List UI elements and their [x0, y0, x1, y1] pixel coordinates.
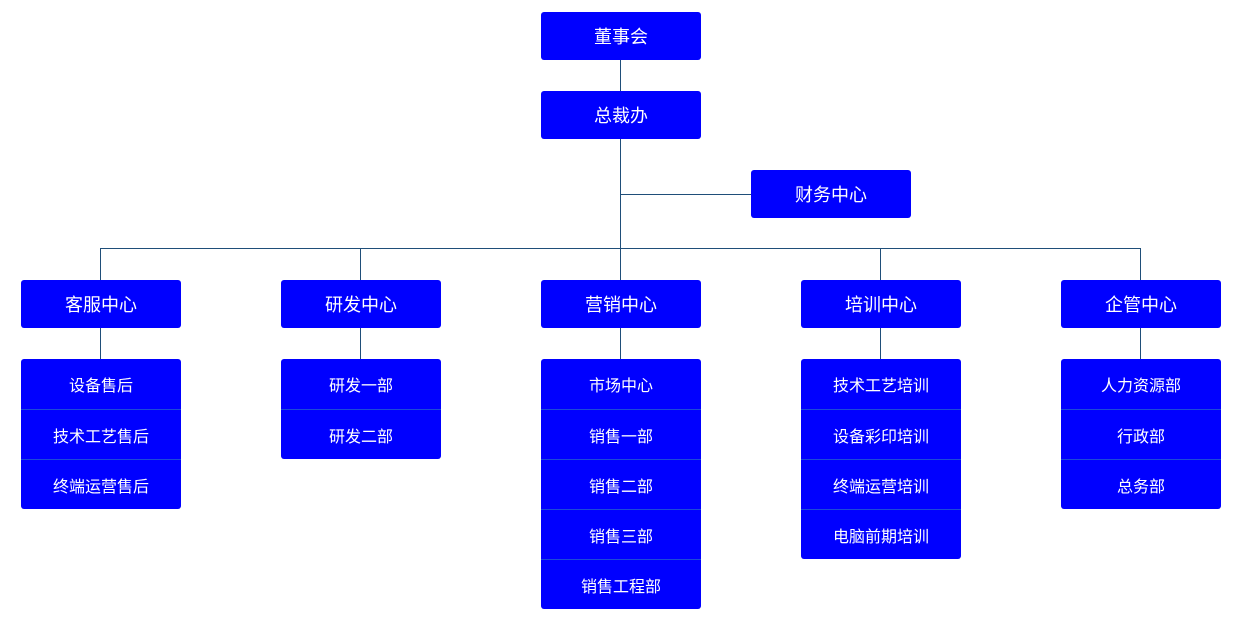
- connector-center-2: [360, 248, 361, 280]
- center-node-rnd: 研发中心: [281, 280, 441, 328]
- finance-center-node: 财务中心: [751, 170, 911, 218]
- unit-item: 销售一部: [541, 409, 701, 459]
- connector-center-1: [100, 248, 101, 280]
- board-node: 董事会: [541, 12, 701, 60]
- unit-item: 电脑前期培训: [801, 509, 961, 559]
- connector-units-2: [360, 328, 361, 359]
- connector-office-trunk: [620, 139, 621, 280]
- unit-item: 技术工艺培训: [832, 376, 929, 395]
- president-office-node: 总裁办: [541, 91, 701, 139]
- unit-list-enterprise-mgmt: 人力资源部 行政部 总务部: [1061, 359, 1221, 509]
- center-node-training: 培训中心: [801, 280, 961, 328]
- unit-item: 销售工程部: [541, 559, 701, 609]
- unit-item: 设备售后: [68, 376, 133, 395]
- unit-list-training: 技术工艺培训 设备彩印培训 终端运营培训 电脑前期培训: [801, 359, 961, 559]
- connector-units-3: [620, 328, 621, 359]
- unit-list-marketing: 市场中心 销售一部 销售二部 销售三部 销售工程部: [541, 359, 701, 609]
- unit-list-customer-service: 设备售后 技术工艺售后 终端运营售后: [21, 359, 181, 509]
- unit-item: 技术工艺售后: [21, 409, 181, 459]
- connector-board-office: [620, 60, 621, 91]
- unit-list-rnd: 研发一部 研发二部: [281, 359, 441, 459]
- unit-item: 人力资源部: [1100, 376, 1181, 395]
- unit-item: 总务部: [1061, 459, 1221, 509]
- unit-item: 销售二部: [541, 459, 701, 509]
- unit-item: 设备彩印培训: [801, 409, 961, 459]
- unit-item: 终端运营售后: [21, 459, 181, 509]
- unit-item: 研发一部: [328, 376, 393, 395]
- unit-item: 销售三部: [541, 509, 701, 559]
- connector-units-5: [1140, 328, 1141, 359]
- unit-item: 行政部: [1061, 409, 1221, 459]
- center-node-enterprise-mgmt: 企管中心: [1061, 280, 1221, 328]
- unit-item: 研发二部: [281, 409, 441, 459]
- unit-item: 终端运营培训: [801, 459, 961, 509]
- center-node-customer-service: 客服中心: [21, 280, 181, 328]
- connector-center-4: [880, 248, 881, 280]
- connector-units-1: [100, 328, 101, 359]
- connector-units-4: [880, 328, 881, 359]
- center-node-marketing: 营销中心: [541, 280, 701, 328]
- connector-finance: [620, 194, 751, 195]
- connector-centers-bus: [100, 248, 1141, 249]
- connector-center-5: [1140, 248, 1141, 280]
- unit-item: 市场中心: [588, 376, 653, 395]
